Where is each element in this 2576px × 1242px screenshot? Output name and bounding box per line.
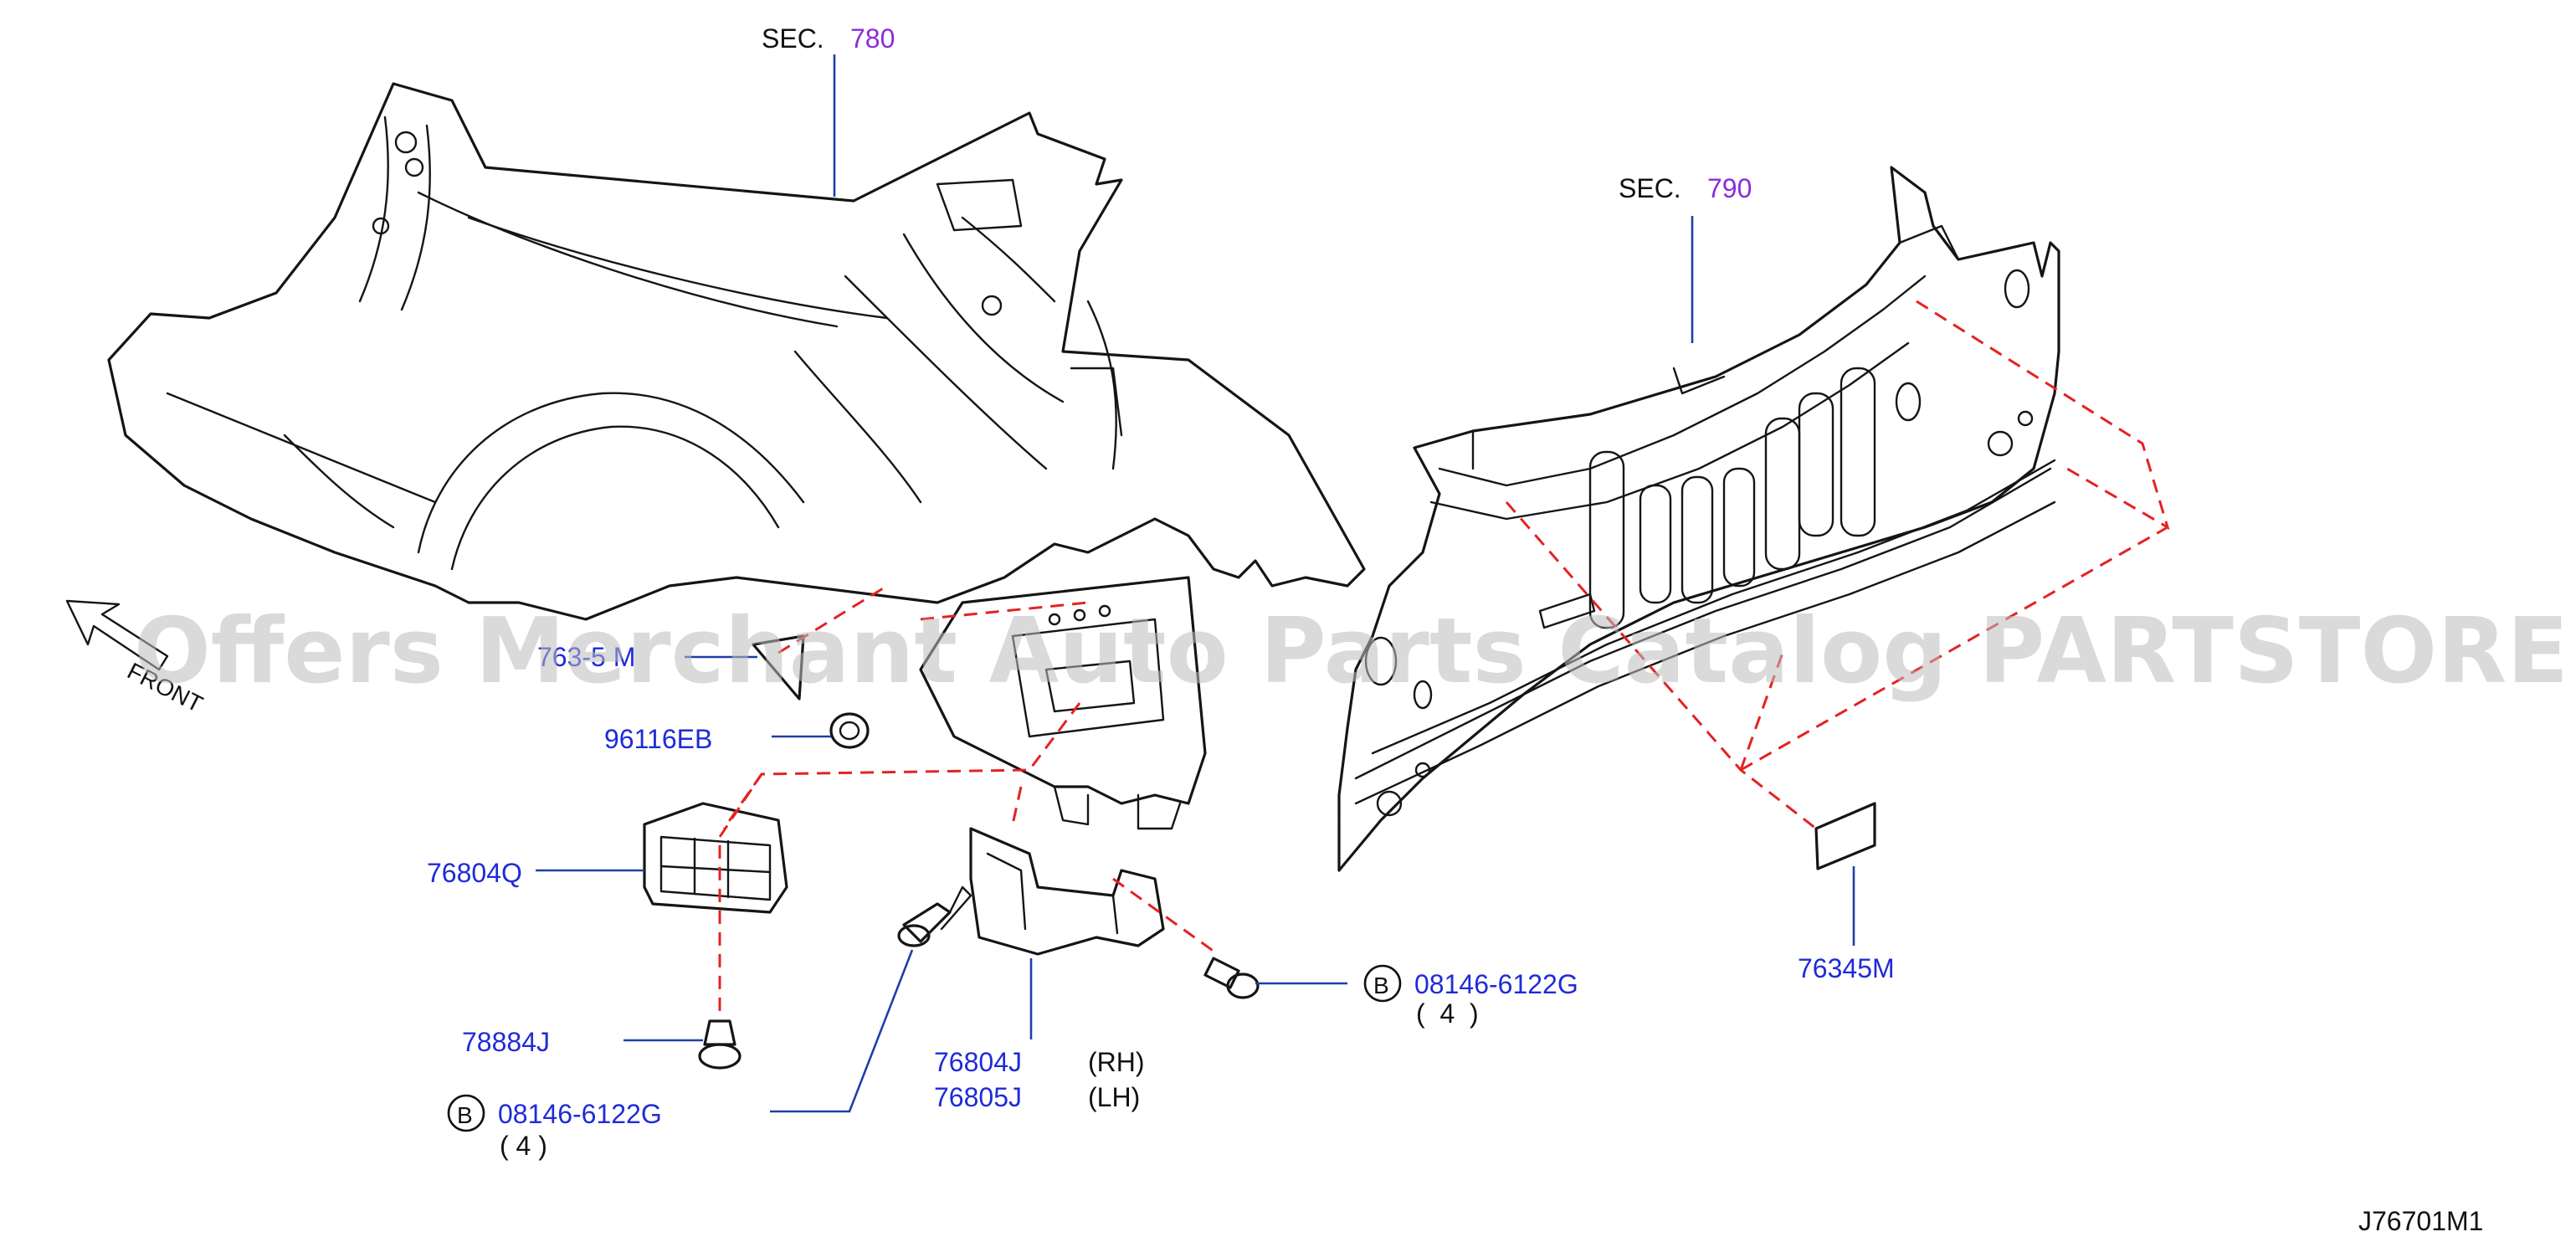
quantity-label: ( 4 ) (1416, 998, 1479, 1029)
vent-76804q-drawing (643, 802, 788, 914)
part-label-76345m[interactable]: 76345M (1798, 953, 1895, 983)
wheel-house-inner-bracket-drawing (919, 576, 1207, 830)
bolt-left-drawing (897, 885, 972, 947)
side-label-lh: (LH) (1088, 1082, 1140, 1112)
callout-letter: B (457, 1102, 473, 1128)
part-label-76805j[interactable]: 76805J (934, 1082, 1022, 1112)
grommet-96116eb-drawing (829, 712, 870, 749)
callout-letter: B (1373, 973, 1389, 998)
rear-quarter-panel-drawing (107, 82, 1366, 621)
bolt-right-drawing (1203, 957, 1260, 999)
part-label-08146-6122g: 08146-6122G (498, 1099, 662, 1129)
part-label-78884j[interactable]: 78884J (462, 1027, 550, 1057)
section-number-790: 790 (1707, 173, 1752, 203)
section-callout-790[interactable]: SEC. 790 (1619, 173, 1752, 203)
callout-b-circle (1363, 964, 1402, 1003)
section-prefix: SEC. (762, 23, 824, 54)
section-callout-780[interactable]: SEC. 780 (762, 23, 895, 54)
quantity-label: ( 4 ) (500, 1131, 547, 1161)
bolt-callout-right[interactable]: B 08146-6122G ( 4 ) (1363, 964, 1578, 1029)
cover-piece-drawing (752, 634, 805, 701)
section-prefix: SEC. (1619, 173, 1681, 203)
bracket-76804j-drawing (969, 827, 1165, 956)
part-label-76804j[interactable]: 76804J (934, 1047, 1022, 1077)
part-label-08146-6122g: 08146-6122G (1414, 969, 1578, 999)
bolt-callout-left[interactable]: B 08146-6122G ( 4 ) (447, 1094, 662, 1161)
part-label-96116eb[interactable]: 96116EB (604, 724, 712, 754)
callout-b-circle (447, 1094, 485, 1132)
diagram-id: J76701M1 (2358, 1206, 2483, 1236)
watermark-text: Offers Merchant Auto Parts Catalog PARTS… (134, 599, 2576, 704)
part-label-763-5m[interactable]: 763-5 M (537, 642, 635, 672)
assembly-guide-lines (718, 300, 2170, 1013)
rear-panel-drawing (1337, 166, 2060, 872)
clip-78884j-drawing (698, 1019, 741, 1070)
part-label-76804q[interactable]: 76804Q (427, 858, 522, 888)
section-number-780: 780 (850, 23, 895, 54)
leader-lines (536, 54, 1855, 1113)
side-label-rh: (RH) (1088, 1047, 1145, 1077)
pad-76345m-drawing (1814, 802, 1876, 870)
